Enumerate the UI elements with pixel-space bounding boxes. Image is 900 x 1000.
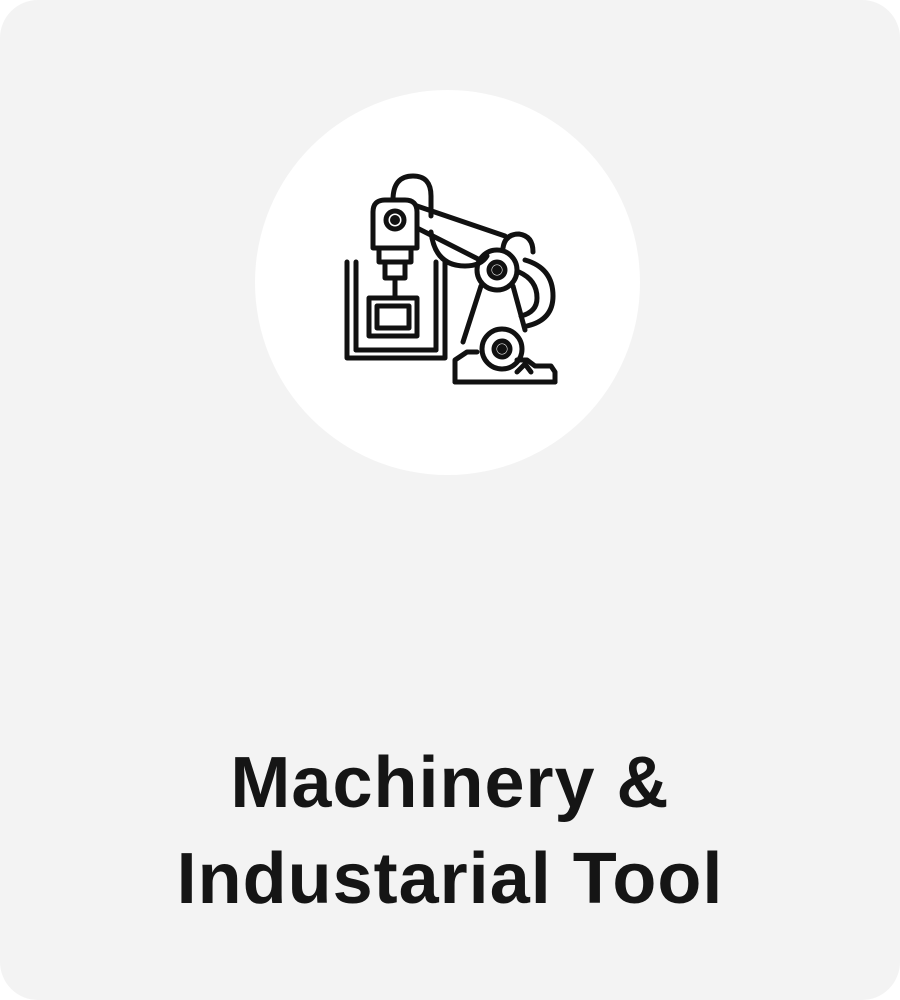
robotic-arm-icon: [344, 173, 558, 385]
category-title: Machinery & Industarial Tool: [0, 735, 900, 927]
category-title-line2: Industarial Tool: [176, 839, 724, 919]
category-title-line1: Machinery &: [230, 743, 670, 823]
icon-circle: [255, 90, 640, 475]
